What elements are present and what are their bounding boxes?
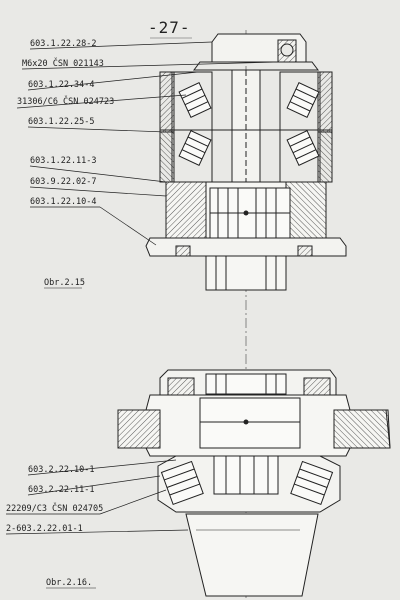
part-label: 603.2.22.10-1 xyxy=(28,465,95,475)
part-label: M6x20 ČSN 021143 xyxy=(22,59,104,69)
part-label: 31306/C6 ČSN 024723 xyxy=(17,97,115,107)
figure-caption: Obr.2.16. xyxy=(46,578,93,588)
part-label: 603.9.22.02-7 xyxy=(30,177,97,187)
part-label: 603.1.22.10-4 xyxy=(30,197,97,207)
figure-1-drawing xyxy=(16,33,347,291)
part-label: 22209/C3 ČSN 024705 xyxy=(6,504,104,514)
figure-caption: Obr.2.15 xyxy=(44,278,85,288)
part-label: 603.1.22.25-5 xyxy=(28,117,95,127)
figure-2-drawing xyxy=(5,369,391,597)
page-number: -27- xyxy=(148,18,191,37)
part-label: 603.1.22.11-3 xyxy=(30,156,97,166)
part-label: 2-603.2.22.01-1 xyxy=(6,524,83,534)
part-label: 603.1.22.28-2 xyxy=(30,39,97,49)
part-label: 603.1.22.34-4 xyxy=(28,80,95,90)
